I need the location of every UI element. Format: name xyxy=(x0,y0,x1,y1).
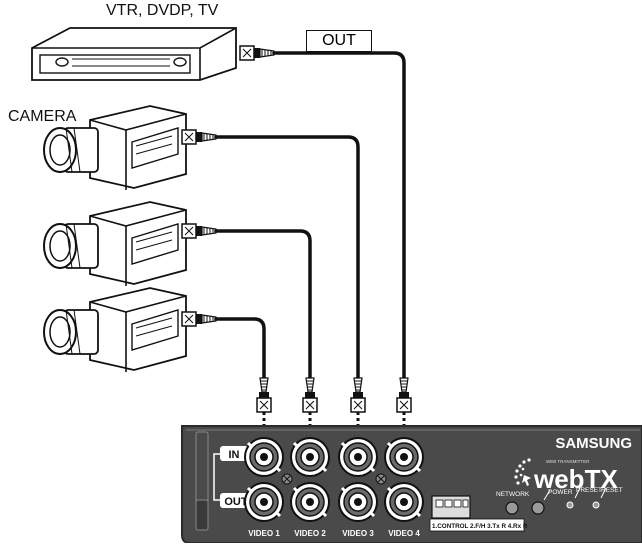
video2-bnc-plug xyxy=(302,377,318,413)
network-indicator xyxy=(505,501,519,515)
source-device-label: VTR, DVDP, TV xyxy=(106,2,219,19)
video-3-label: VIDEO 3 xyxy=(342,529,374,538)
camera-label: CAMERA xyxy=(8,108,77,125)
video-2-label: VIDEO 2 xyxy=(294,529,326,538)
webtx-logo: WEB TRANSMITTER webTX xyxy=(514,458,618,494)
video4-out-jack xyxy=(383,481,425,523)
camera-2 xyxy=(43,201,187,287)
power-indicator xyxy=(531,501,545,515)
video4-bnc-plug xyxy=(396,377,412,413)
web-transmitter-label: WEB TRANSMITTER xyxy=(546,459,590,464)
terminal-label: 1.CONTROL 2.F/H 3.Tx R 4.Rx R xyxy=(432,523,528,530)
camera-3-bnc-connector xyxy=(181,311,217,327)
video-labels: VIDEO 1 VIDEO 2 VIDEO 3 VIDEO 4 xyxy=(248,529,420,538)
reset-button xyxy=(592,501,600,509)
cable-vtr-to-video4 xyxy=(272,51,406,380)
device-in-label: IN xyxy=(229,449,240,461)
video4-in-jack xyxy=(383,436,425,478)
preset-button xyxy=(566,501,574,509)
vtr-out-bnc-connector xyxy=(239,45,275,61)
panel-screw-icon xyxy=(375,473,387,485)
video-jacks xyxy=(243,436,425,523)
video3-in-jack xyxy=(337,436,379,478)
cables xyxy=(214,51,406,380)
camera-2-bnc-connector xyxy=(181,223,217,239)
vtr-dvdp-tv-device xyxy=(31,27,237,81)
power-label: POWER xyxy=(548,489,573,496)
video3-bnc-plug xyxy=(350,377,366,413)
out-label-box: OUT xyxy=(306,30,372,52)
panel-screw-icon xyxy=(281,473,293,485)
video1-bnc-plug xyxy=(256,377,272,413)
video2-out-jack xyxy=(289,481,331,523)
indicator-labels: NETWORK POWER PRESET RESET xyxy=(496,487,623,498)
cable-camera2-to-video2 xyxy=(214,229,312,380)
indicator-lights xyxy=(505,487,607,515)
control-terminal-block: 1.CONTROL 2.F/H 3.Tx R 4.Rx R xyxy=(429,495,528,532)
video2-in-jack xyxy=(289,436,331,478)
video1-out-jack xyxy=(243,481,285,523)
camera-3 xyxy=(43,287,187,373)
reset-label: RESET xyxy=(601,487,623,494)
device-out-label: OUT xyxy=(224,496,248,508)
in-out-bracket: IN OUT xyxy=(213,446,252,508)
webtx-product-name: webTX xyxy=(533,464,618,494)
video1-in-jack xyxy=(243,436,285,478)
preset-label: PRESET xyxy=(576,487,602,494)
webtx-signal-dots-icon xyxy=(514,458,531,486)
samsung-brand: SAMSUNG xyxy=(555,435,632,452)
video-1-label: VIDEO 1 xyxy=(248,529,280,538)
cable-camera3-to-video1 xyxy=(214,317,266,380)
cable-camera1-to-video3 xyxy=(214,135,360,380)
network-label: NETWORK xyxy=(496,491,530,498)
video3-out-jack xyxy=(337,481,379,523)
video-4-label: VIDEO 4 xyxy=(388,529,420,538)
camera-1-bnc-connector xyxy=(181,129,217,145)
